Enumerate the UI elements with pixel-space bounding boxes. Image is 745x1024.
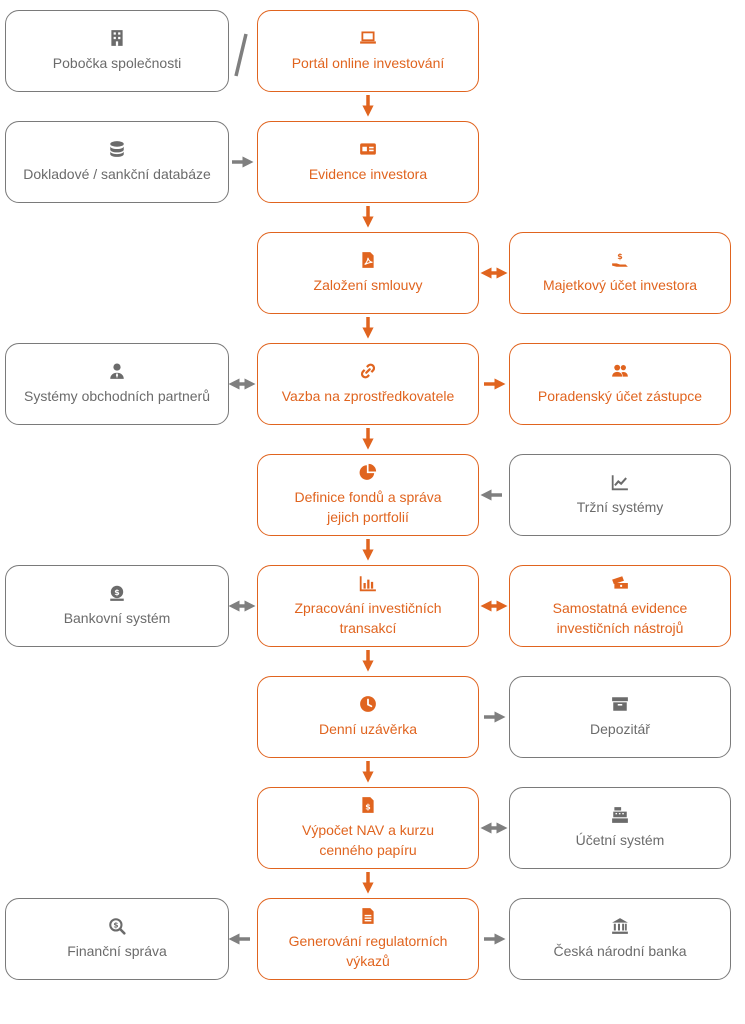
node-evidence: Evidence investora — [257, 121, 479, 203]
piggy-bank-icon: $ — [110, 585, 124, 601]
node-zpracovani: Zpracování investičních transakcí — [257, 565, 479, 647]
node-vypocet: $ Výpočet NAV a kurzu cenného papíru — [257, 787, 479, 869]
slash-divider — [234, 33, 248, 77]
invoice-dollar-icon: $ — [362, 797, 374, 813]
node-label: Vazba na zprostředkovatele — [281, 388, 455, 404]
node-label: Dokladové / sankční databáze — [23, 166, 211, 182]
node-label: Systémy obchodních partnerů — [24, 388, 210, 404]
node-poradensky: Poradenský účet zástupce — [509, 343, 731, 425]
node-label: Poradenský účet zástupce — [537, 388, 703, 404]
node-ucetni: Účetní systém — [509, 787, 731, 869]
id-card-icon — [360, 143, 376, 155]
node-label: Denní uzávěrka — [318, 721, 418, 737]
node-depozitar: Depozitář — [509, 676, 731, 758]
node-denni: Denní uzávěrka — [257, 676, 479, 758]
laptop-icon — [360, 31, 376, 44]
node-definice: Definice fondů a správa jejich portfolií — [257, 454, 479, 536]
building-icon — [111, 30, 123, 46]
node-portal: Portál online investování — [257, 10, 479, 92]
node-label: Generování regulatorních výkazů — [288, 933, 448, 969]
line-chart-icon — [611, 475, 628, 491]
cash-register-icon — [612, 807, 628, 823]
node-label: Samostatná evidence investičních nástroj… — [552, 600, 688, 636]
file-lines-icon — [362, 908, 374, 924]
node-label: Portál online investování — [291, 55, 445, 71]
node-pobocka: Pobočka společnosti — [5, 10, 229, 92]
node-label: Založení smlouvy — [313, 277, 423, 293]
node-trzni: Tržní systémy — [509, 454, 731, 536]
node-majetkovy: $ Majetkový účet investora — [509, 232, 731, 314]
svg-text:$: $ — [365, 803, 370, 812]
node-bankovni: $ Bankovní systém — [5, 565, 229, 647]
node-zalozeni: Založení smlouvy — [257, 232, 479, 314]
node-label: Evidence investora — [308, 166, 428, 182]
hand-dollar-icon: $ — [612, 252, 628, 267]
node-label: Česká národní banka — [553, 943, 687, 959]
node-label: Výpočet NAV a kurzu cenného papíru — [301, 822, 435, 858]
node-label: Pobočka společnosti — [52, 55, 182, 71]
bar-chart-icon — [359, 576, 376, 592]
svg-text:$: $ — [114, 588, 119, 597]
node-label: Depozitář — [590, 721, 650, 737]
bank-icon — [612, 918, 628, 934]
archive-icon — [612, 697, 628, 711]
user-tie-icon — [110, 363, 124, 379]
pie-chart-icon — [359, 463, 377, 480]
document-pdf-icon — [362, 252, 374, 268]
clock-icon — [360, 696, 376, 712]
node-financni: $ Finanční správa — [5, 898, 229, 980]
node-label: Finanční správa — [67, 943, 167, 959]
svg-text:$: $ — [617, 252, 622, 261]
database-icon — [110, 141, 124, 157]
link-icon — [360, 363, 376, 379]
node-label: Tržní systémy — [576, 499, 664, 515]
node-label: Bankovní systém — [63, 610, 171, 626]
svg-text:$: $ — [113, 921, 118, 930]
node-label: Majetkový účet investora — [542, 277, 698, 293]
node-samostatna: Samostatná evidence investičních nástroj… — [509, 565, 731, 647]
node-generovani: Generování regulatorních výkazů — [257, 898, 479, 980]
node-dokladove: Dokladové / sankční databáze — [5, 121, 229, 203]
node-label: Zpracování investičních transakcí — [294, 600, 442, 636]
search-dollar-icon: $ — [109, 918, 126, 935]
node-vazba: Vazba na zprostředkovatele — [257, 343, 479, 425]
node-label: Definice fondů a správa jejich portfolií — [294, 489, 442, 525]
node-cnb: Česká národní banka — [509, 898, 731, 980]
node-systemy-partneru: Systémy obchodních partnerů — [5, 343, 229, 425]
users-icon — [612, 364, 628, 377]
node-label: Účetní systém — [575, 832, 665, 848]
tickets-icon — [612, 576, 628, 589]
